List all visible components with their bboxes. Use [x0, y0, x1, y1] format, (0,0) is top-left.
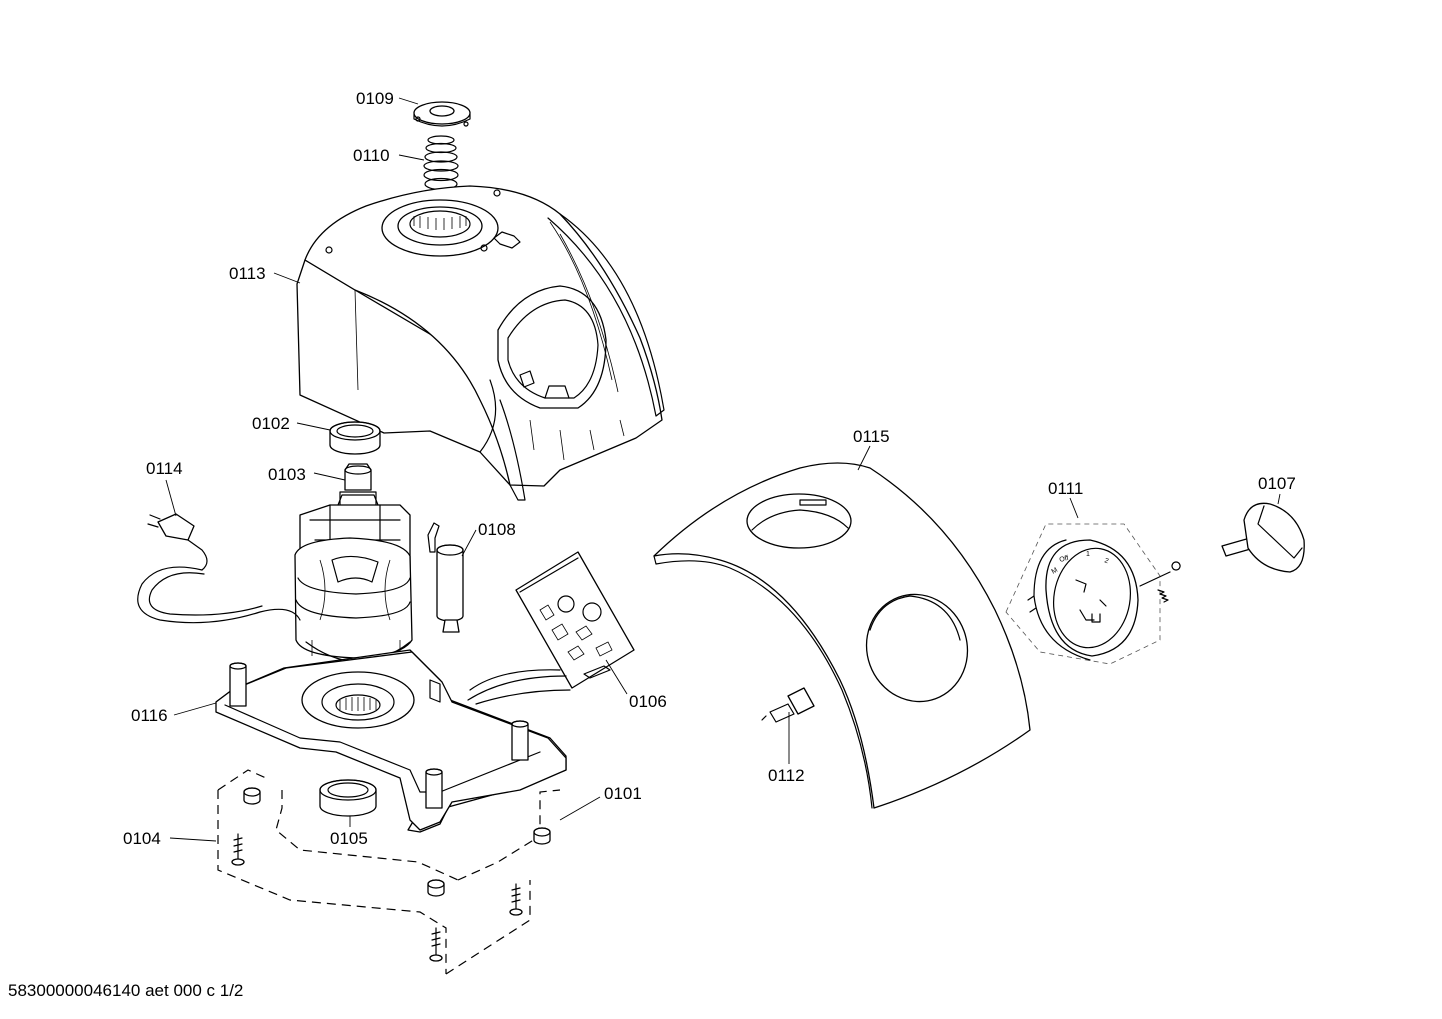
label-0113: 0113: [229, 264, 266, 283]
part-0104-feet-and-screws: [217, 769, 561, 975]
label-0114: 0114: [146, 459, 183, 478]
dial-mark-1: 1: [1086, 551, 1090, 558]
label-0104: 0104: [123, 829, 161, 848]
label-0115: 0115: [853, 427, 890, 446]
label-0101: 0101: [604, 784, 642, 803]
label-0107: 0107: [1258, 474, 1296, 493]
part-0110-spring: [423, 135, 459, 191]
dial-mark-off: Off: [1059, 555, 1070, 564]
part-0111-selector-switch: [1005, 523, 1181, 665]
part-0113-housing: [296, 185, 665, 501]
part-0108-capacitor: [427, 522, 464, 633]
part-0103-motor: [294, 463, 413, 663]
document-id-footer: 58300000046140 aet 000 c 1/2: [8, 981, 244, 1000]
leader-lines: [165, 97, 1281, 842]
part-0112-switch: [761, 687, 815, 723]
label-0111: 0111: [1048, 479, 1083, 498]
label-0105: 0105: [330, 829, 368, 848]
selector-dial-markings: M Off 1 2: [1051, 551, 1110, 576]
part-0109-ring: [413, 101, 471, 127]
callout-labels: 0109 0110 0113 0102 0103 0114 0108 0106 …: [123, 89, 1296, 848]
part-0105-ring: [319, 779, 377, 817]
label-0102: 0102: [252, 414, 290, 433]
label-0108: 0108: [478, 520, 516, 539]
part-0102-ring: [329, 421, 381, 455]
part-0115-front-cover: [653, 462, 1031, 809]
label-0112: 0112: [768, 766, 805, 785]
label-0103: 0103: [268, 465, 306, 484]
part-0114-power-cord: [137, 513, 301, 624]
label-0116: 0116: [131, 706, 168, 725]
label-0106: 0106: [629, 692, 667, 711]
part-0116-base: [215, 649, 567, 833]
part-0107-knob: [1221, 502, 1305, 573]
label-0110: 0110: [353, 146, 390, 165]
part-0106-circuit-board: [467, 551, 635, 705]
dial-mark-m: M: [1051, 567, 1060, 576]
dial-mark-2: 2: [1103, 557, 1109, 565]
label-0109: 0109: [356, 89, 394, 108]
